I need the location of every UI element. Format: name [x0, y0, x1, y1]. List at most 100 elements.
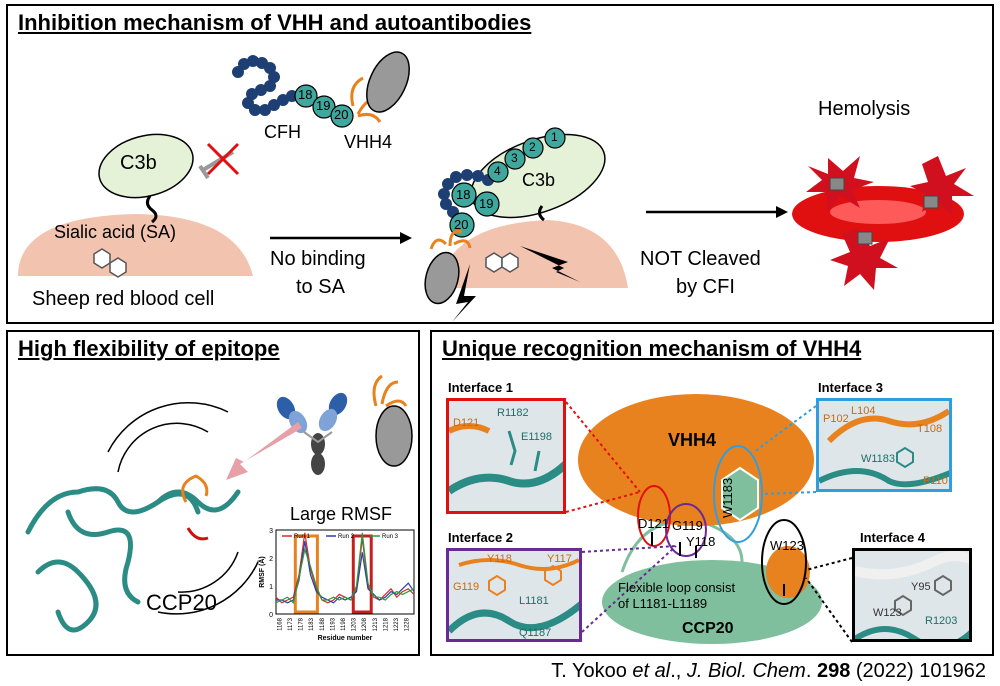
w123-label: W123: [770, 538, 804, 553]
lightning-bottom: [452, 264, 476, 322]
vhh-left: [350, 51, 410, 123]
arrow2-text-2: by CFI: [676, 276, 735, 298]
interface2-title: Interface 2: [448, 530, 514, 545]
motion-arcs: [107, 402, 259, 615]
ccp-ribbon: [25, 486, 241, 633]
highlight-box-2: [351, 534, 373, 614]
citation-etal: et al: [632, 660, 671, 682]
interface1-title: Interface 1: [448, 380, 514, 395]
cfh-domain-4-middle: 4: [494, 164, 501, 178]
interface4-title: Interface 4: [860, 530, 926, 545]
loop-text-2: of L1181-L1189: [618, 596, 708, 611]
rmsf-xtick-label: 1218: [383, 617, 389, 631]
rmsf-xtick-label: 1223: [394, 617, 400, 631]
rmsf-xtick-label: 1198: [341, 617, 347, 631]
hemolysis-cell: [792, 156, 974, 290]
rmsf-legend-label: Run 3: [382, 534, 399, 540]
w1183-hexagon: [721, 466, 759, 522]
cfh-domain-18-left: 18: [298, 87, 313, 102]
highlight-box-1: [293, 534, 319, 614]
interface3-p110: P110: [923, 475, 948, 487]
rmsf-ytick-label: 2: [269, 556, 273, 563]
interface3-inset: P102 L104 T108 W1183 P110: [816, 398, 952, 492]
vhh4-label: VHH4: [344, 132, 393, 152]
arrow2-text-1: NOT Cleaved: [640, 248, 761, 270]
interface1-d121: D121: [453, 417, 480, 429]
citation-sep: .,: [670, 660, 687, 682]
rmsf-xtick-label: 1213: [373, 617, 379, 631]
cfh-domain-18-middle: 18: [456, 187, 471, 202]
w1183-label: W1183: [720, 477, 735, 518]
rmsf-legend-label: Run 2: [338, 534, 355, 540]
residue-sticks: [651, 532, 785, 596]
cfh-domain-3-middle: 3: [511, 151, 518, 165]
interface4-w123: W123: [873, 607, 902, 619]
flexibility-panel: High flexibility of epitope: [6, 330, 420, 656]
c3b-left-label: C3b: [120, 152, 157, 174]
red-blood-cell-left: [18, 214, 253, 276]
vhh4-domain-label: VHH4: [668, 430, 717, 450]
rmsf-title: Large RMSF: [290, 504, 393, 524]
interface2-l1181: L1181: [519, 595, 549, 607]
rmsf-xtick-label: 1208: [362, 617, 368, 631]
citation-authors: T. Yokoo: [551, 660, 633, 682]
sialic-acid-hexagons-left: [93, 248, 127, 278]
interface3-p102: P102: [823, 413, 849, 425]
ccp20-domain: [602, 560, 822, 644]
interface2-y117: Y117: [547, 553, 572, 565]
g119-oval: [665, 503, 707, 557]
rmsf-ytick-label: 0: [269, 612, 273, 619]
interface1-inset: D121 R1182 E1198: [446, 398, 566, 514]
rmsf-xtick-label: 1168: [277, 617, 283, 631]
top-panel-title: Inhibition mechanism of VHH and autoanti…: [18, 10, 532, 35]
rmsf-xtick-label: 1183: [309, 617, 315, 631]
interface4-r1203: R1203: [925, 615, 958, 627]
epitope-loop-orange: [181, 474, 209, 503]
arrow2-head: [776, 206, 788, 218]
c3b-middle-label: C3b: [522, 170, 556, 190]
cfh-domain-19-left: 19: [316, 98, 331, 113]
interface2-y118: Y118: [487, 553, 512, 565]
sheep-cell-label: Sheep red blood cell: [32, 288, 215, 310]
approach-arrow: [226, 422, 302, 480]
arrow1-head: [400, 232, 412, 244]
recognition-diagram: [565, 394, 853, 644]
top-panel-diagram: [18, 51, 974, 322]
rmsf-ytick-label: 3: [269, 528, 273, 535]
y118-label: Y118: [686, 534, 716, 549]
vhh-icon: [372, 374, 413, 467]
sialic-acid-hexagons-middle: [485, 252, 519, 273]
citation-rest: (2022) 101962: [850, 660, 986, 682]
rmsf-xtick-label: 1173: [288, 617, 294, 631]
interface3-w1183: W1183: [861, 453, 896, 465]
vhh-middle: [424, 229, 472, 305]
recognition-panel-title: Unique recognition mechanism of VHH4: [442, 336, 862, 361]
interface2-g119: G119: [453, 581, 480, 593]
interface3-t108: T108: [917, 423, 943, 435]
interface3-title: Interface 3: [818, 380, 884, 395]
cfh-domain-19-middle: 19: [479, 196, 494, 211]
interface2-inset: Y118 Y117 G119 L1181 Q1187: [446, 548, 582, 642]
interface1-e1198: E1198: [521, 431, 552, 443]
citation: T. Yokoo et al., J. Biol. Chem. 298 (202…: [551, 660, 986, 683]
rmsf-legend-label: Run 1: [294, 534, 311, 540]
ccp20-label: CCP20: [146, 590, 217, 615]
loop-text-1: Flexible loop consist: [618, 580, 736, 595]
rmsf-series-line: [275, 532, 415, 604]
ccp20-structure: [25, 374, 413, 633]
connectors: [565, 401, 853, 643]
rmsf-ylabel: RMSF (Å): [257, 556, 266, 588]
rmsf-axes-frame: [275, 529, 415, 615]
g119-label: G119: [672, 518, 703, 533]
rmsf-series-line: [276, 541, 415, 604]
c3b-tether-middle: [537, 205, 545, 222]
interface4-y95: Y95: [911, 581, 931, 593]
interface2-q1187: Q1187: [519, 627, 552, 639]
interface1-r1182: R1182: [497, 407, 529, 419]
ccp20-domain-label: CCP20: [682, 620, 734, 637]
cfh-domain-2-middle: 2: [529, 140, 536, 154]
citation-volume: 298: [816, 660, 851, 682]
cfh-domains-left: [294, 84, 354, 128]
arrow1-text-2: to SA: [296, 276, 345, 298]
